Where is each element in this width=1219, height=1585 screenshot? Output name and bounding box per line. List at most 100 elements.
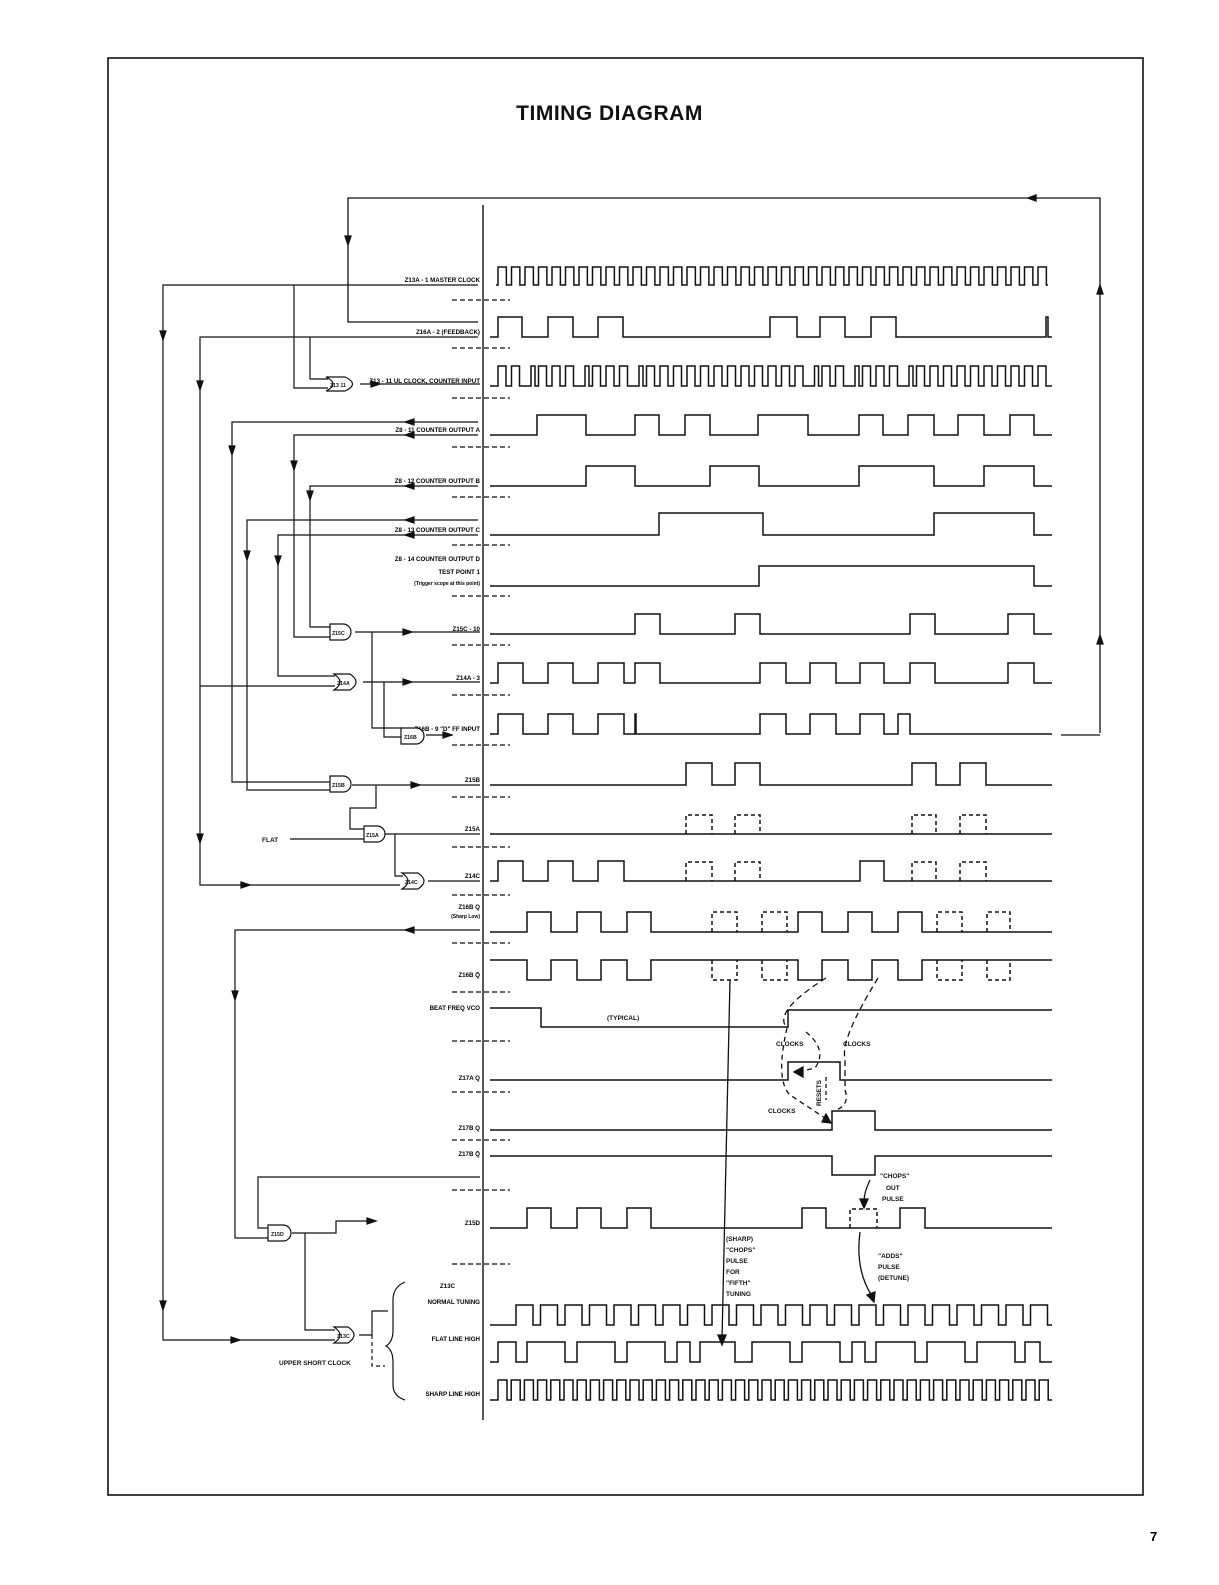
wave-sharp-line-high bbox=[490, 1379, 1052, 1401]
signal-label-s6c: (Trigger scope at this point) bbox=[414, 581, 480, 587]
signal-label-s6b: TEST POINT 1 bbox=[438, 569, 480, 576]
gate-label-z16b: Z16B bbox=[404, 735, 417, 741]
wave-z16b-q bbox=[490, 911, 1052, 933]
wave-z15a-dashed bbox=[685, 814, 987, 834]
wave-z15d bbox=[490, 1207, 1052, 1229]
feedback-loop bbox=[344, 194, 1104, 736]
flat-label: FLAT bbox=[262, 837, 278, 844]
signal-label-s5: Z8 - 13 COUNTER OUTPUT C bbox=[395, 527, 481, 534]
wave-z15b bbox=[490, 762, 1052, 786]
page-number: 7 bbox=[1150, 1529, 1157, 1544]
chops-out-1: "CHOPS" bbox=[880, 1173, 909, 1180]
signal-label-s8: Z14A - 3 bbox=[456, 675, 480, 682]
logic-gates bbox=[267, 376, 425, 1344]
waveforms bbox=[490, 266, 1052, 1401]
clocks-label-2: CLOCKS bbox=[843, 1041, 871, 1048]
sharp-6: TUNING bbox=[726, 1291, 751, 1298]
sharp-5: "FIFTH" bbox=[726, 1280, 751, 1287]
wave-counter-b bbox=[490, 465, 1052, 487]
wave-normal-tuning bbox=[490, 1304, 1052, 1326]
signal-label-s3: Z8 - 11 COUNTER OUTPUT A bbox=[395, 427, 480, 434]
signal-label-s13: Z16B Q bbox=[458, 904, 480, 911]
signal-labels: Z13A - 1 MASTER CLOCK Z16A - 2 (FEEDBACK)… bbox=[369, 277, 480, 1398]
gate-z16b bbox=[400, 727, 425, 745]
wave-z16b-q-dashed bbox=[711, 911, 1011, 932]
clocks-label-1: CLOCKS bbox=[776, 1041, 804, 1048]
gate-z14a bbox=[332, 673, 357, 691]
annotations: FLAT (TYPICAL) CLOCKS CLOCKS CLOCKS RESE… bbox=[262, 837, 909, 1367]
z13c-brace bbox=[384, 1281, 406, 1401]
signal-label-s11: Z15A bbox=[465, 826, 481, 833]
chops-out-2: OUT bbox=[886, 1185, 900, 1192]
wave-counter-a bbox=[490, 414, 1052, 436]
gate-z15c bbox=[329, 623, 352, 641]
wave-ul-clock bbox=[490, 365, 1052, 387]
wave-z15c-10 bbox=[490, 613, 1052, 635]
chops-out-3: PULSE bbox=[882, 1196, 904, 1203]
gate-label-z15d: Z15D bbox=[271, 1232, 284, 1238]
signal-label-s17: Z17B Q bbox=[458, 1125, 480, 1132]
signal-label-s7: Z15C - 10 bbox=[452, 626, 480, 633]
wave-flat-line-high bbox=[490, 1341, 1052, 1363]
wave-z14c bbox=[490, 860, 1052, 882]
sharp-4: FOR bbox=[726, 1269, 740, 1276]
gate-label-z15a: Z15A bbox=[366, 833, 379, 839]
sharp-3: PULSE bbox=[726, 1258, 748, 1265]
gate-label-z15c: Z15C bbox=[332, 631, 345, 637]
gate-z15d bbox=[267, 1224, 292, 1242]
gate-label-z14a: Z14A bbox=[337, 681, 350, 687]
wave-z14a-3 bbox=[490, 662, 1052, 684]
signal-label-s10: Z15B bbox=[465, 777, 481, 784]
signal-label-s21: NORMAL TUNING bbox=[428, 1299, 481, 1306]
clocks-label-3: CLOCKS bbox=[768, 1108, 796, 1115]
wave-z17a-q bbox=[490, 1061, 1052, 1081]
separator-dashes bbox=[452, 299, 510, 1265]
signal-label-s16: Z17A Q bbox=[459, 1075, 481, 1082]
adds-3: (DETUNE) bbox=[878, 1275, 909, 1282]
upper-short-clock-label: UPPER SHORT CLOCK bbox=[279, 1360, 351, 1367]
gate-z15b bbox=[329, 775, 352, 793]
signal-label-s1: Z16A - 2 (FEEDBACK) bbox=[416, 329, 480, 336]
signal-label-s13b: (Sharp Low) bbox=[451, 914, 480, 920]
gate-label-z13-11: Z13 11 bbox=[330, 383, 346, 389]
gate-z13c bbox=[332, 1326, 355, 1344]
causal-arrows bbox=[717, 977, 879, 1347]
gate-label-z15b: Z15B bbox=[332, 783, 345, 789]
gate-label-z14c: Z14C bbox=[405, 880, 418, 886]
gate-z13-11 bbox=[325, 376, 354, 392]
logic-wiring bbox=[159, 284, 480, 1367]
gate-labels: Z13 11 Z15C Z14A Z16B Z15B Z15A Z14C Z15… bbox=[271, 383, 418, 1340]
wave-z17b-qbar bbox=[490, 1155, 1052, 1176]
wave-beat-vco bbox=[490, 1007, 1052, 1028]
signal-label-s2: Z13 - 11 UL CLOCK, COUNTER INPUT bbox=[369, 378, 480, 385]
adds-1: "ADDS" bbox=[878, 1253, 903, 1260]
wave-z16b-qbar bbox=[490, 959, 1052, 981]
sharp-2: "CHOPS" bbox=[726, 1247, 755, 1254]
wave-z16b-qbar-dashed bbox=[711, 960, 1011, 981]
sharp-1: (SHARP) bbox=[726, 1236, 753, 1243]
page-title: TIMING DIAGRAM bbox=[516, 102, 703, 125]
gate-z14c bbox=[400, 872, 425, 890]
page-border bbox=[107, 57, 1144, 1496]
wave-z16b-9 bbox=[490, 713, 1052, 735]
signal-label-s20: Z13C bbox=[440, 1283, 456, 1290]
wave-z15d-dashed bbox=[849, 1208, 878, 1228]
wave-z14c-dashed bbox=[685, 861, 987, 881]
wave-counter-d bbox=[490, 565, 1052, 587]
signal-label-s15: BEAT FREQ VCO bbox=[430, 1005, 481, 1012]
signal-label-s19: Z15D bbox=[465, 1220, 481, 1227]
wave-counter-c bbox=[490, 512, 1052, 536]
adds-2: PULSE bbox=[878, 1264, 900, 1271]
resets-label: RESETS bbox=[816, 1079, 823, 1106]
typical-label: (TYPICAL) bbox=[607, 1015, 639, 1022]
signal-label-s6: Z8 - 14 COUNTER OUTPUT D bbox=[395, 556, 481, 563]
wave-feedback bbox=[490, 316, 1052, 338]
signal-label-s0: Z13A - 1 MASTER CLOCK bbox=[405, 277, 481, 284]
signal-label-s12: Z14C bbox=[465, 873, 481, 880]
signal-label-s14: Z16B Q̄ bbox=[458, 972, 480, 979]
wave-z17b-q bbox=[490, 1110, 1052, 1131]
signal-label-s23: SHARP LINE HIGH bbox=[425, 1391, 480, 1398]
gate-label-z13c: Z13C bbox=[337, 1334, 350, 1340]
signal-label-s22: FLAT LINE HIGH bbox=[432, 1336, 481, 1343]
